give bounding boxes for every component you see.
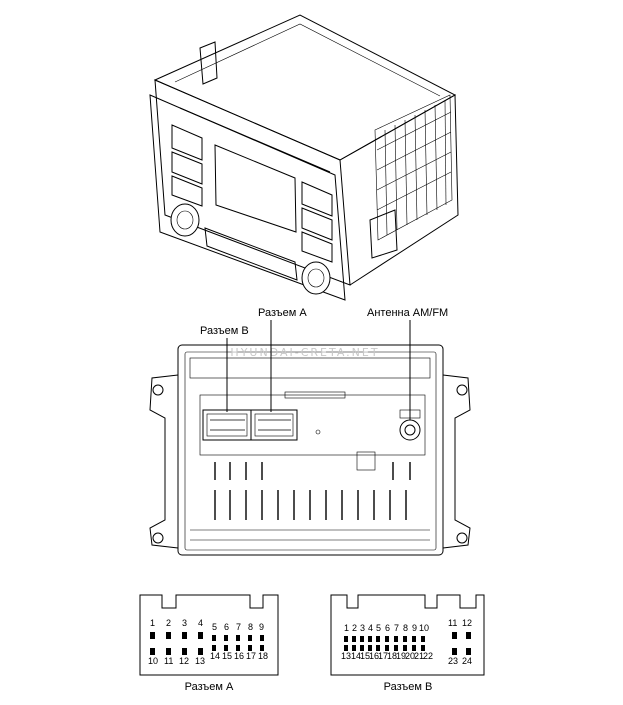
left-buttons [171, 124, 203, 207]
connector-a-face: 1 2 3 4 5 6 7 8 9 10 11 12 13 14 15 16 1… [139, 594, 279, 676]
rear-connector-b [202, 409, 252, 441]
pin-b-16: 16 [369, 651, 379, 661]
pin-a-15: 15 [222, 651, 232, 661]
pin-a-14: 14 [210, 651, 220, 661]
pin-a-7: 7 [236, 622, 241, 632]
pin-b-19: 19 [396, 651, 406, 661]
rear-connector-a [250, 409, 298, 441]
pin-a-18: 18 [258, 651, 268, 661]
pin-a-12: 12 [179, 656, 189, 666]
pin-b-10: 10 [419, 623, 429, 633]
preset-buttons [204, 227, 298, 281]
connector-b-terminals [344, 632, 471, 655]
pin-b-1: 1 [344, 623, 349, 633]
watermark-text: HYUNDAI-CRETA.NET [230, 346, 379, 359]
pin-b-7: 7 [394, 623, 399, 633]
pin-b-6: 6 [385, 623, 390, 633]
pin-a-10: 10 [148, 656, 158, 666]
pin-b-14: 14 [351, 651, 361, 661]
pin-b-2: 2 [352, 623, 357, 633]
pin-b-8: 8 [403, 623, 408, 633]
pin-a-13: 13 [195, 656, 205, 666]
pin-a-1: 1 [150, 618, 155, 628]
label-connector-a: Разъем A [258, 307, 307, 319]
pin-a-11: 11 [164, 656, 173, 666]
right-buttons [301, 181, 333, 263]
left-knob [170, 203, 200, 237]
pin-b-12: 12 [462, 618, 472, 628]
pin-b-23: 23 [448, 656, 458, 666]
pin-b-18: 18 [387, 651, 397, 661]
pin-a-9: 9 [259, 622, 264, 632]
connector-a-terminals [150, 632, 264, 655]
pin-a-4: 4 [198, 618, 203, 628]
pin-a-6: 6 [224, 622, 229, 632]
right-knob [301, 261, 331, 295]
pin-b-15: 15 [360, 651, 370, 661]
pin-b-11: 11 [448, 618, 457, 628]
pin-a-8: 8 [248, 622, 253, 632]
pin-a-2: 2 [166, 618, 171, 628]
pin-a-5: 5 [212, 622, 217, 632]
pin-b-24: 24 [462, 656, 472, 666]
pin-a-17: 17 [246, 651, 256, 661]
pin-b-22: 22 [423, 651, 433, 661]
label-connector-b: Разъем B [200, 325, 249, 337]
pin-b-13: 13 [341, 651, 351, 661]
antenna-jack [399, 419, 421, 441]
pin-a-3: 3 [182, 618, 187, 628]
pin-b-21: 21 [414, 651, 424, 661]
display-screen [214, 144, 297, 233]
pin-b-17: 17 [378, 651, 388, 661]
pin-a-16: 16 [234, 651, 244, 661]
pin-b-9: 9 [412, 623, 417, 633]
pin-b-5: 5 [376, 623, 381, 633]
rear-vent-slots [214, 462, 411, 520]
callouts: Разъем A Разъем B Антенна AM/FM [200, 307, 448, 420]
caption-connector-a: Разъем A [185, 681, 234, 693]
label-antenna: Антенна AM/FM [367, 307, 448, 319]
side-vent-grid [374, 94, 453, 241]
pin-b-20: 20 [405, 651, 415, 661]
caption-connector-b: Разъем B [384, 681, 433, 693]
head-unit-3d-illustration [149, 14, 459, 301]
pin-b-3: 3 [360, 623, 365, 633]
rear-panel-view [149, 344, 471, 556]
connector-b-face: 1 2 3 4 5 6 7 8 9 10 11 12 13 14 15 16 1… [330, 594, 485, 676]
pin-b-4: 4 [368, 623, 373, 633]
